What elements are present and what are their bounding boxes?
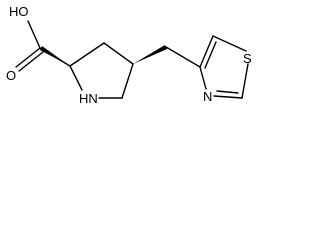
- atom-label-hydroxyl: HO: [9, 4, 29, 19]
- bond-thiazole-c5-s: [212, 35, 247, 52]
- bond-thiazole-c4-c5-2: [204, 41, 217, 69]
- bond-thiazole-s-c2: [241, 63, 249, 99]
- bond-carboxyl-c-o-double-2: [18, 51, 44, 72]
- atom-label-carbonyl-oxygen: O: [6, 68, 16, 83]
- atom-label-ring-nitrogen: HN: [79, 91, 98, 106]
- bond-ring-c2-c3: [69, 42, 105, 67]
- atom-label-thiazole-nitrogen: N: [203, 89, 212, 104]
- stereo-wedge-c4: [133, 45, 167, 64]
- bond-thiazole-c4-c5-1: [199, 35, 214, 68]
- bond-ring-n-c2: [69, 65, 83, 91]
- bond-ch2-thiazole-c4: [165, 46, 201, 68]
- bond-carboxyl-c-o-double-1: [15, 47, 41, 68]
- bond-thiazole-c2-n-2: [216, 90, 239, 94]
- bond-thiazole-c2-n-1: [213, 95, 243, 99]
- bond-thiazole-n-c4: [199, 66, 207, 90]
- bond-carboxyl-c-oh: [27, 20, 41, 49]
- bond-ring-c4-c5: [121, 63, 134, 99]
- bond-ring-c3-c4: [103, 42, 134, 65]
- atom-label-thiazole-sulfur: S: [243, 51, 252, 66]
- stereo-wedge-c2: [40, 46, 70, 66]
- molecule-structure: HO O HN N S: [6, 4, 252, 106]
